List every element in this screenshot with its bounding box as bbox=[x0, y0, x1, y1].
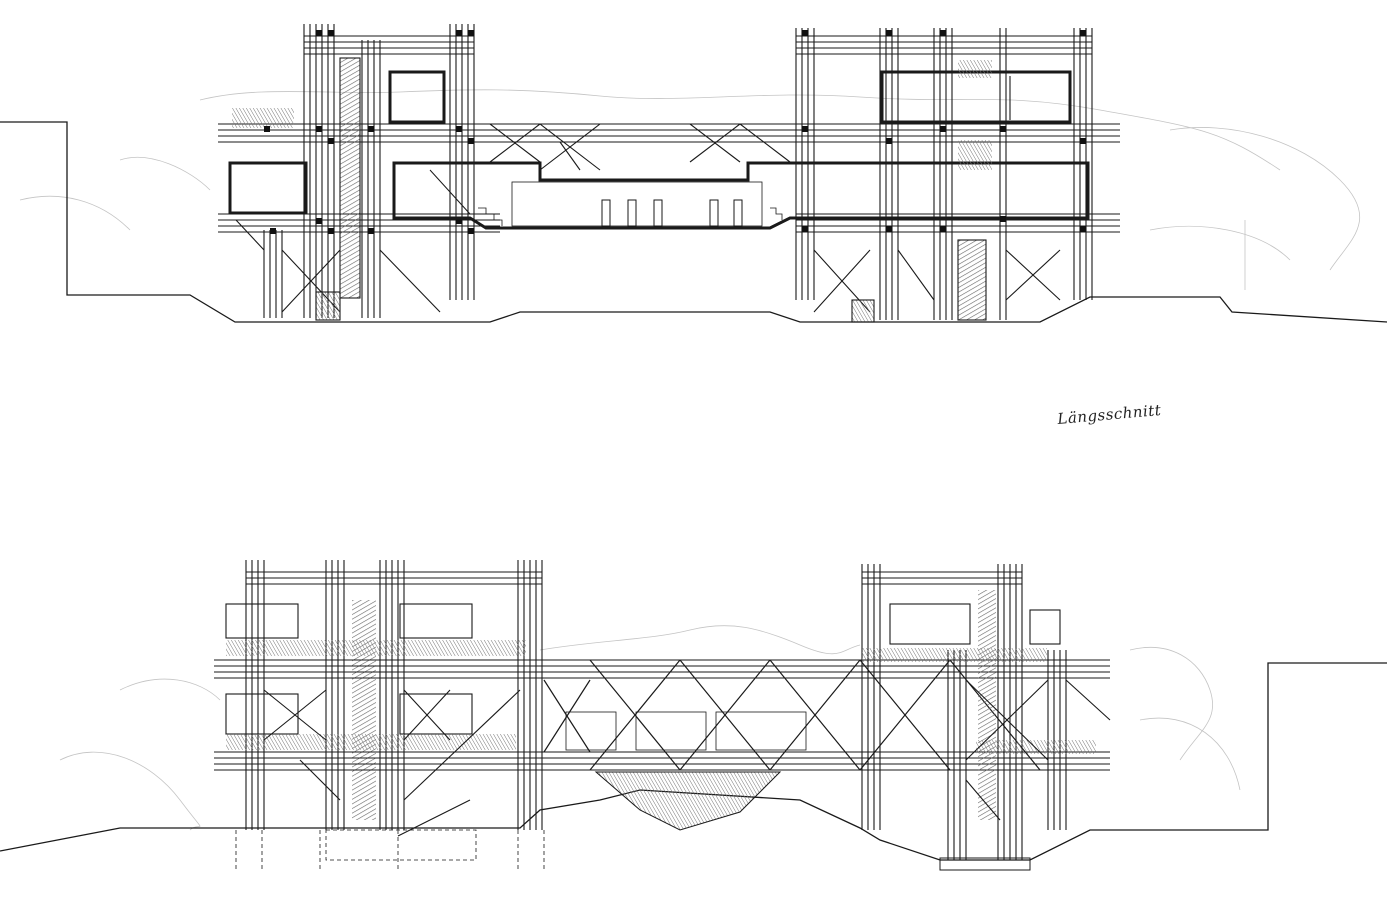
background-sketch-top bbox=[19, 89, 1361, 290]
left-tower-bottom bbox=[225, 560, 543, 837]
left-tower-top bbox=[218, 24, 800, 321]
longitudinal-section-bottom bbox=[0, 560, 1387, 871]
bridge-truss-bottom bbox=[543, 659, 1041, 831]
bridge-truss-top bbox=[489, 123, 791, 171]
background-sketch-bottom bbox=[59, 625, 1241, 831]
ground-line-bottom bbox=[0, 662, 1387, 861]
right-tower-top bbox=[795, 28, 1120, 323]
longitudinal-section-top bbox=[0, 24, 1387, 323]
ground-line-top bbox=[0, 121, 1387, 323]
central-bridge-volume-top bbox=[392, 161, 1090, 230]
beams-bottom bbox=[214, 659, 1110, 771]
right-tower-bottom bbox=[861, 564, 1111, 860]
foundation-dashed bbox=[235, 829, 545, 870]
